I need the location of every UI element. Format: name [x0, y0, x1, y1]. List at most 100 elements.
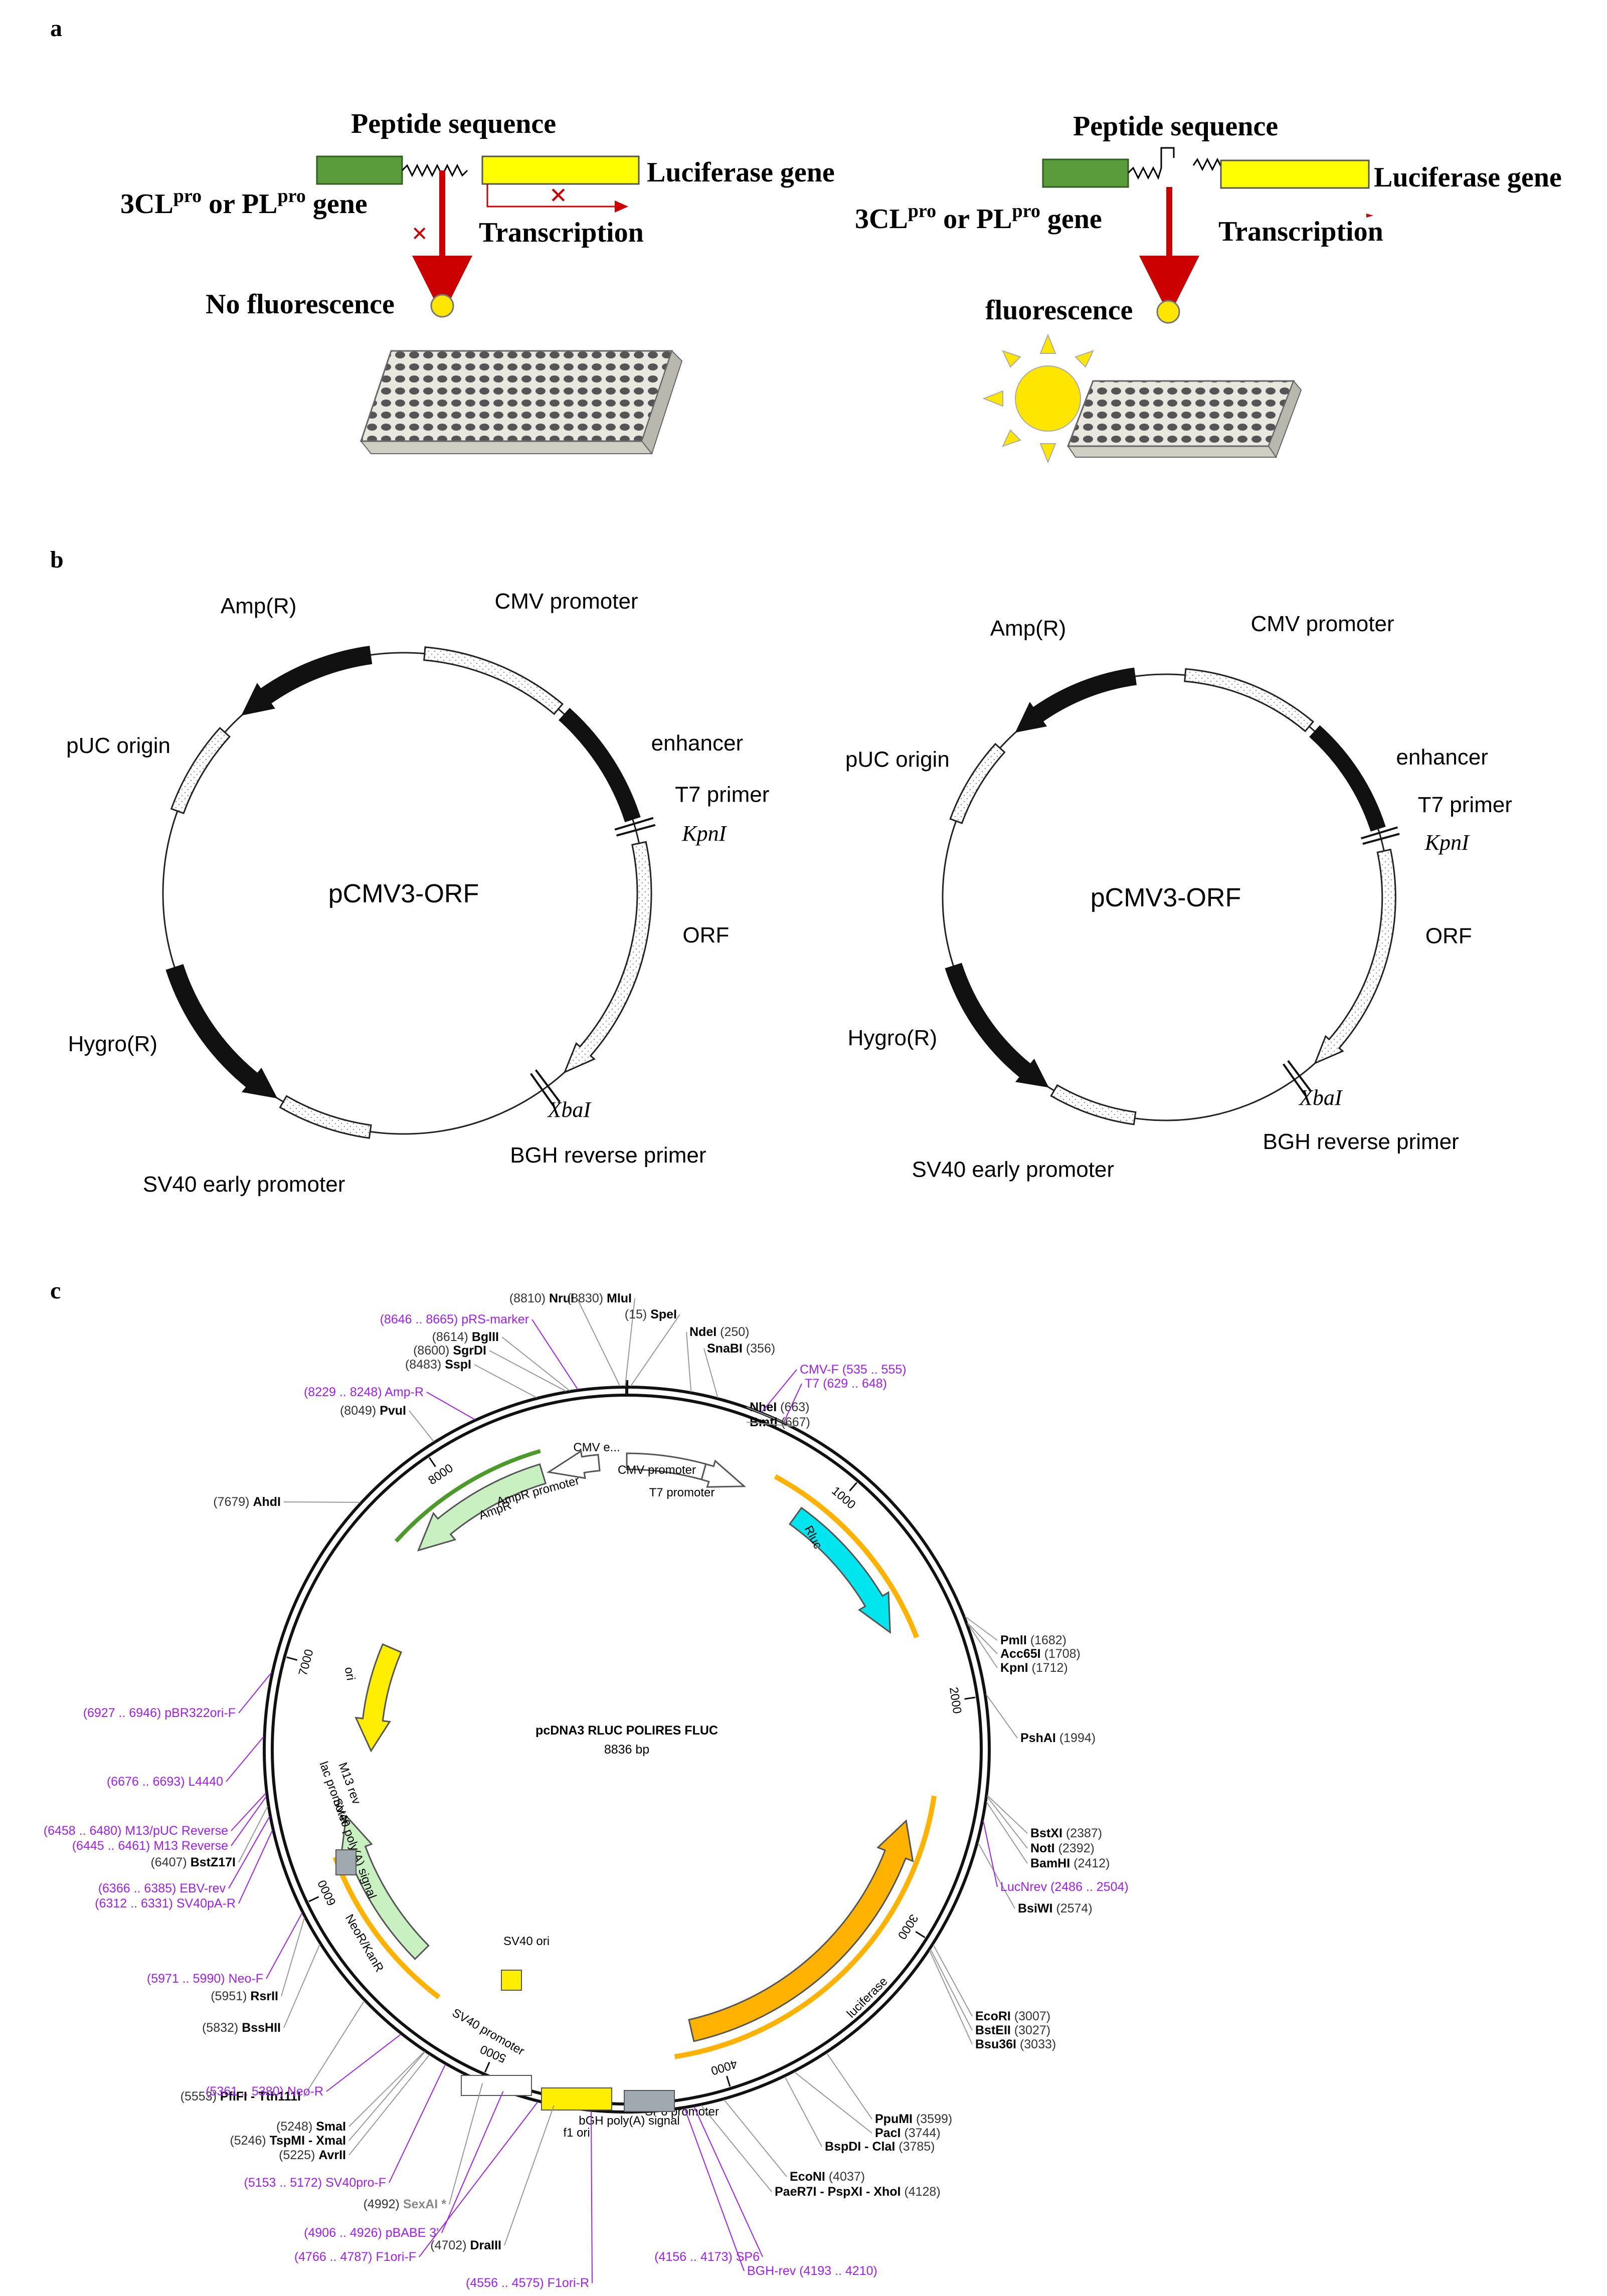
plasmid-name: pcDNA3 RLUC POLIRES FLUC — [535, 1724, 718, 1738]
plasmid-size: 8836 bp — [604, 1743, 649, 1757]
panel-b-label: b — [50, 546, 64, 573]
restriction-site-label: (8049) PvuI — [340, 1404, 406, 1418]
luciferase-label-left: Luciferase gene — [647, 157, 835, 188]
amp-segment — [241, 646, 373, 716]
panel-a-right: Peptide sequence Luciferase gene 3CLpro … — [855, 111, 1562, 464]
sp6-box — [624, 2090, 675, 2112]
luciferase-feature — [688, 1819, 914, 2042]
primer-label: (4906 .. 4926) pBABE 3' — [304, 2226, 439, 2240]
feature-label: BGH reverse primer — [510, 1143, 706, 1168]
site-leader-line — [977, 1842, 1015, 1909]
site-leader-line — [700, 2105, 772, 2192]
feature-label: SV40 early promoter — [912, 1157, 1115, 1182]
ampr-promoter-feature — [547, 1450, 601, 1479]
inner-feature-label: CMV e... — [573, 1441, 620, 1454]
restriction-site-label: PshAI (1994) — [1020, 1731, 1096, 1745]
feature-label: XbaI — [1298, 1085, 1343, 1110]
primer-leader-line — [266, 1912, 303, 1979]
site-leader-line — [686, 1331, 692, 1392]
feature-label: CMV promoter — [1251, 612, 1394, 636]
transcription-label-left: Transcription — [479, 217, 644, 248]
feature-label: CMV promoter — [495, 589, 638, 614]
site-leader-line — [967, 1622, 998, 1654]
kpni-tick — [614, 817, 654, 831]
primer-label: (4766 .. 4787) F1ori-F — [294, 2250, 416, 2264]
inner-feature-label: SV40 ori — [503, 1935, 550, 1948]
yellow-dot-icon — [1156, 300, 1180, 324]
primer-label: (6676 .. 6693) L4440 — [107, 1775, 223, 1789]
primer-label: (5971 .. 5990) Neo-F — [147, 1972, 263, 1986]
site-leader-line — [283, 1944, 320, 2028]
restriction-site-label: (8614) BglII — [432, 1330, 499, 1344]
site-leader-line — [930, 1949, 973, 2031]
restriction-site-label: (8483) SspI — [405, 1358, 471, 1372]
hygro-segment — [945, 963, 1049, 1088]
inner-feature-label: f1 ori — [563, 2126, 590, 2140]
primer-leader-line — [426, 1392, 475, 1420]
restriction-site-label: (5248) SmaI — [276, 2120, 346, 2134]
primer-leader-line — [590, 2111, 593, 2283]
sun-icon — [982, 333, 1114, 464]
primer-label: (6927 .. 6946) pBR322ori-F — [83, 1706, 236, 1720]
kb-tick — [915, 1931, 926, 1939]
restriction-site-label: BstEII (3027) — [975, 2023, 1050, 2037]
feature-label: pUC origin — [845, 747, 950, 772]
kb-tick — [429, 1457, 436, 1467]
ampr-feature — [417, 1463, 547, 1552]
feature-label: T7 primer — [1418, 793, 1512, 817]
site-leader-line — [474, 1364, 537, 1398]
site-leader-line — [303, 2000, 365, 2097]
feature-label: Hygro(R) — [848, 1026, 937, 1050]
protease-label-right: 3CLpro or PLpro gene — [855, 201, 1102, 235]
primer-leader-line — [238, 1672, 272, 1713]
site-leader-line — [348, 2054, 430, 2156]
primer-label: T7 (629 .. 648) — [805, 1377, 887, 1391]
primer-leader-line — [761, 1369, 797, 1413]
kpni-tick — [1362, 833, 1400, 845]
restriction-site-label: (5225) AvrII — [279, 2148, 346, 2162]
xbai-tick — [1287, 1060, 1312, 1092]
panel-c-label: c — [50, 1277, 61, 1304]
cmv-promoter-feature — [700, 1459, 747, 1488]
primer-leader-line — [389, 2064, 446, 2183]
neo-orf-arc — [332, 1856, 441, 2000]
peptide-label-right: Peptide sequence — [1073, 111, 1278, 142]
primer-leader-line — [693, 2107, 763, 2257]
transcription-label-right: Transcription — [1218, 216, 1383, 247]
primer-label: (8646 .. 8665) pRS-marker — [380, 1312, 529, 1326]
inner-feature-label: bGH poly(A) signal — [579, 2114, 679, 2128]
luciferase-gene-box-right — [1220, 159, 1370, 189]
site-leader-line — [933, 1945, 973, 2017]
protease-gene-box-right — [1042, 158, 1129, 188]
site-leader-line — [746, 1407, 792, 1427]
site-leader-line — [348, 2051, 426, 2141]
feature-label: ORF — [682, 923, 729, 947]
enhancer-segment — [559, 708, 641, 823]
fluc-orf-arc — [674, 1795, 937, 2059]
site-leader-line — [501, 1336, 570, 1391]
restriction-site-label: EcoRI (3007) — [975, 2009, 1050, 2023]
feature-label: KpnI — [1424, 830, 1470, 855]
neo-feature — [340, 1814, 430, 1960]
sv40-promoter-box — [461, 2075, 532, 2096]
kb-tick — [964, 1696, 976, 1700]
restriction-site-label: BamHI (2412) — [1030, 1856, 1110, 1870]
feature-label: enhancer — [651, 731, 743, 755]
restriction-site-label: PmlI (1682) — [1000, 1633, 1066, 1647]
site-leader-line — [826, 2052, 872, 2120]
luciferase-gene-box-left — [481, 155, 640, 185]
kb-tick-label: 2000 — [947, 1686, 964, 1715]
feature-label: pUC origin — [66, 733, 170, 758]
site-leader-line — [281, 1917, 305, 1997]
site-leader-line — [987, 1795, 1028, 1834]
primer-label: (5361 .. 5380) Neo-R — [206, 2084, 323, 2098]
site-leader-line — [746, 1422, 793, 1427]
site-leader-line — [624, 1298, 635, 1387]
well-plate-right — [1066, 380, 1302, 459]
yellow-dot-icon — [430, 294, 454, 318]
primer-leader-line — [231, 1793, 266, 1831]
xbai-tick — [529, 1073, 555, 1107]
kb-tick-label: 6000 — [315, 1878, 339, 1908]
plasmid-name: pCMV3-ORF — [328, 879, 479, 908]
f1-ori-box — [541, 2087, 612, 2111]
